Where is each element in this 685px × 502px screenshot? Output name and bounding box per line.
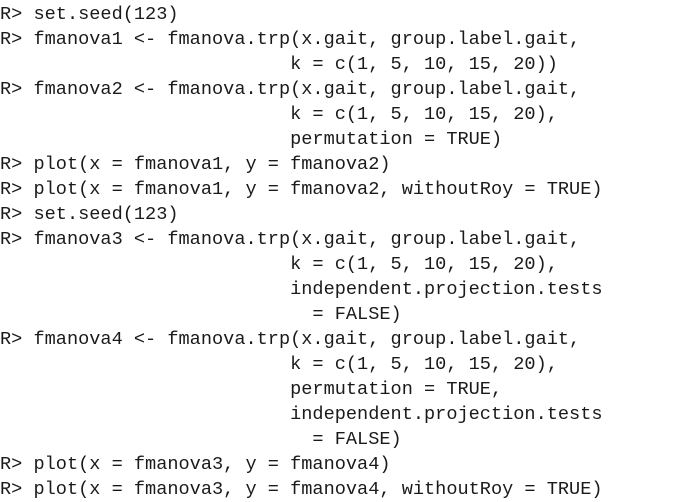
code-line: = FALSE) bbox=[0, 429, 402, 450]
code-line: R> set.seed(123) bbox=[0, 204, 179, 225]
code-line: R> set.seed(123) bbox=[0, 4, 179, 25]
code-line: R> fmanova4 <- fmanova.trp(x.gait, group… bbox=[0, 329, 581, 350]
code-line: = FALSE) bbox=[0, 304, 402, 325]
code-line: permutation = TRUE, bbox=[0, 379, 503, 400]
code-line: independent.projection.tests bbox=[0, 404, 603, 425]
code-line: R> plot(x = fmanova1, y = fmanova2) bbox=[0, 154, 391, 175]
code-line: k = c(1, 5, 10, 15, 20), bbox=[0, 354, 558, 375]
code-line: R> plot(x = fmanova3, y = fmanova4) bbox=[0, 454, 391, 475]
code-line: k = c(1, 5, 10, 15, 20), bbox=[0, 254, 558, 275]
code-line: permutation = TRUE) bbox=[0, 129, 503, 150]
code-line: k = c(1, 5, 10, 15, 20), bbox=[0, 104, 558, 125]
code-line: R> plot(x = fmanova1, y = fmanova2, with… bbox=[0, 179, 603, 200]
code-line: R> fmanova3 <- fmanova.trp(x.gait, group… bbox=[0, 229, 581, 250]
code-line: R> fmanova2 <- fmanova.trp(x.gait, group… bbox=[0, 79, 581, 100]
code-line: independent.projection.tests bbox=[0, 279, 603, 300]
code-line: k = c(1, 5, 10, 15, 20)) bbox=[0, 54, 558, 75]
code-line: R> fmanova1 <- fmanova.trp(x.gait, group… bbox=[0, 29, 581, 50]
code-line: R> plot(x = fmanova3, y = fmanova4, with… bbox=[0, 479, 603, 500]
